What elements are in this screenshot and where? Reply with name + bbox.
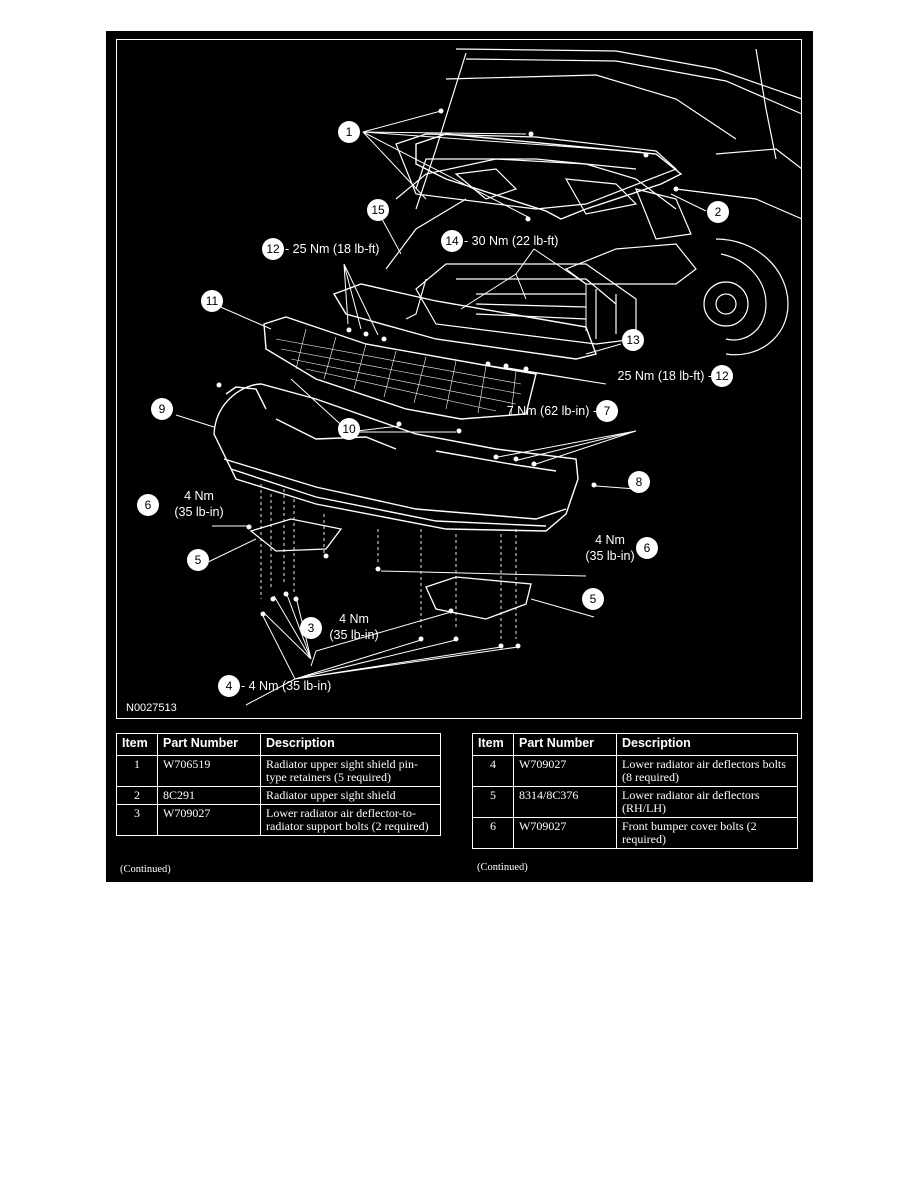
- callout-12-top-torque: - 25 Nm (18 lb-ft): [285, 242, 379, 256]
- callout-4: 4: [218, 675, 240, 697]
- cell-description: Radiator upper sight shield: [260, 786, 441, 805]
- cell-item: 6: [472, 817, 514, 849]
- callout-12-top: 12: [262, 238, 284, 260]
- svg-text:10: 10: [342, 422, 356, 436]
- callout-8: 8: [628, 471, 650, 493]
- callout-14-torque: - 30 Nm (22 lb-ft): [464, 234, 558, 248]
- continued-note-left: (Continued): [120, 864, 171, 875]
- callout-11: 11: [201, 290, 223, 312]
- callout-7-torque: 7 Nm (62 lb-in) -: [507, 404, 597, 418]
- figure-id: N0027513: [126, 702, 177, 714]
- table-row: 4 W709027 Lower radiator air deflectors …: [472, 755, 798, 787]
- cell-item: 3: [116, 804, 158, 836]
- svg-text:3: 3: [308, 621, 315, 635]
- callout-6-left: 6: [137, 494, 159, 516]
- svg-text:5: 5: [590, 592, 597, 606]
- parts-table-left: Item Part Number Description 1 W706519 R…: [116, 733, 441, 836]
- svg-text:1: 1: [346, 125, 353, 139]
- callout-2: 2: [707, 201, 729, 223]
- callout-3-torque-2: (35 lb-in): [329, 628, 378, 642]
- col-header-description: Description: [616, 733, 798, 756]
- svg-text:7: 7: [604, 404, 611, 418]
- cell-description: Radiator upper sight shield pin-type ret…: [260, 755, 441, 787]
- col-header-part-number: Part Number: [157, 733, 261, 756]
- svg-text:4: 4: [226, 679, 233, 693]
- cell-item: 2: [116, 786, 158, 805]
- col-header-item: Item: [472, 733, 514, 756]
- callout-12-bottom-torque: 25 Nm (18 lb-ft) -: [618, 369, 712, 383]
- callout-13: 13: [622, 329, 644, 351]
- cell-description: Lower radiator air deflectors (RH/LH): [616, 786, 798, 818]
- callout-1: 1: [338, 121, 360, 143]
- svg-text:13: 13: [626, 333, 640, 347]
- table-row: 2 8C291 Radiator upper sight shield: [116, 786, 441, 805]
- vehicle-body-linework: [385, 48, 802, 356]
- callout-5-right: 5: [582, 588, 604, 610]
- radiator-support-linework: [405, 263, 637, 345]
- table-header-row: Item Part Number Description: [116, 733, 441, 756]
- svg-text:9: 9: [159, 402, 166, 416]
- callout-6-right: 6: [636, 537, 658, 559]
- callout-14: 14: [441, 230, 463, 252]
- svg-text:15: 15: [371, 203, 385, 217]
- table-row: 5 8314/8C376 Lower radiator air deflecto…: [472, 786, 798, 818]
- col-header-item: Item: [116, 733, 158, 756]
- callout-leader-lines: [175, 110, 707, 706]
- energy-absorber-grid: [275, 328, 522, 416]
- table-header-row: Item Part Number Description: [472, 733, 798, 756]
- document-figure-frame: 1 2 15 14 - 30 Nm (22 lb-ft) 12 - 25 Nm …: [106, 31, 813, 882]
- parts-table-right: Item Part Number Description 4 W709027 L…: [472, 733, 798, 849]
- svg-text:2: 2: [715, 205, 722, 219]
- callout-3: 3: [300, 617, 322, 639]
- cell-item: 4: [472, 755, 514, 787]
- radiator-upper-sight-shield: [415, 133, 683, 220]
- bumper-energy-absorber: [263, 316, 537, 420]
- cell-item: 5: [472, 786, 514, 818]
- diagram-border: [116, 39, 802, 719]
- callout-4-torque: - 4 Nm (35 lb-in): [241, 679, 331, 693]
- bolt-alignment-lines: [260, 484, 517, 639]
- callout-6-right-torque: 4 Nm: [595, 533, 625, 547]
- continued-note-right: (Continued): [477, 862, 528, 873]
- front-bumper-cover: [213, 383, 579, 532]
- table-row: 6 W709027 Front bumper cover bolts (2 re…: [472, 817, 798, 849]
- cell-part-number: W709027: [513, 817, 617, 849]
- callouts: 1 2 15 14 - 30 Nm (22 lb-ft) 12 - 25 Nm …: [137, 121, 733, 697]
- col-header-part-number: Part Number: [513, 733, 617, 756]
- callout-6-left-torque: 4 Nm: [184, 489, 214, 503]
- callout-12-bottom: 12: [711, 365, 733, 387]
- svg-text:8: 8: [636, 475, 643, 489]
- callout-9: 9: [151, 398, 173, 420]
- callout-7: 7: [596, 400, 618, 422]
- svg-text:6: 6: [145, 498, 152, 512]
- svg-text:6: 6: [644, 541, 651, 555]
- table-row: 3 W709027 Lower radiator air deflector-t…: [116, 804, 441, 836]
- callout-6-left-torque-2: (35 lb-in): [174, 505, 223, 519]
- cell-part-number: W709027: [157, 804, 261, 836]
- callout-5-left: 5: [187, 549, 209, 571]
- cell-part-number: 8314/8C376: [513, 786, 617, 818]
- exploded-view-diagram: 1 2 15 14 - 30 Nm (22 lb-ft) 12 - 25 Nm …: [116, 39, 802, 719]
- table-row: 1 W706519 Radiator upper sight shield pi…: [116, 755, 441, 787]
- cell-item: 1: [116, 755, 158, 787]
- fastener-dots: [216, 108, 679, 649]
- cell-part-number: W706519: [157, 755, 261, 787]
- callout-6-right-torque-2: (35 lb-in): [585, 549, 634, 563]
- callout-10: 10: [338, 418, 360, 440]
- svg-text:12: 12: [715, 369, 729, 383]
- cell-description: Lower radiator air deflectors bolts (8 r…: [616, 755, 798, 787]
- svg-text:14: 14: [445, 234, 459, 248]
- cell-description: Front bumper cover bolts (2 required): [616, 817, 798, 849]
- cell-part-number: 8C291: [157, 786, 261, 805]
- bumper-upper-reinforcement: [332, 283, 597, 360]
- cell-description: Lower radiator air deflector-to-radiator…: [260, 804, 441, 836]
- svg-text:5: 5: [195, 553, 202, 567]
- col-header-description: Description: [260, 733, 441, 756]
- callout-15: 15: [367, 199, 389, 221]
- cell-part-number: W709027: [513, 755, 617, 787]
- svg-text:12: 12: [266, 242, 280, 256]
- callout-3-torque: 4 Nm: [339, 612, 369, 626]
- svg-text:11: 11: [206, 294, 219, 308]
